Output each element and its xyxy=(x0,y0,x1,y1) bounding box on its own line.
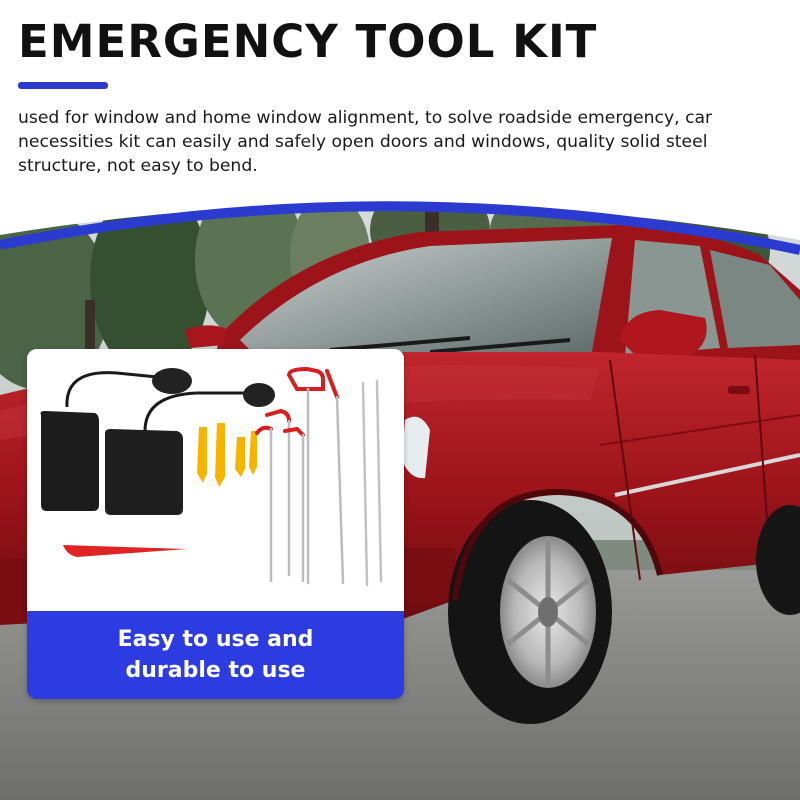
air-pump-bag-2 xyxy=(105,383,275,515)
product-description: used for window and home window alignmen… xyxy=(18,108,713,176)
page-title: EMERGENCY TOOL KIT xyxy=(18,15,598,68)
product-card: Easy to use and durable to use xyxy=(27,349,404,699)
caption-line-2: durable to use xyxy=(125,658,306,683)
tool-kit-photo xyxy=(27,349,404,611)
accent-arc xyxy=(0,201,800,255)
red-wedge xyxy=(63,545,187,557)
air-pump-bag-1 xyxy=(40,368,192,511)
caption-line-1: Easy to use and xyxy=(117,627,314,652)
pry-tools xyxy=(197,423,257,487)
title-underline xyxy=(18,82,108,89)
card-caption: Easy to use and durable to use xyxy=(27,611,404,699)
long-reach-rods xyxy=(255,366,383,587)
